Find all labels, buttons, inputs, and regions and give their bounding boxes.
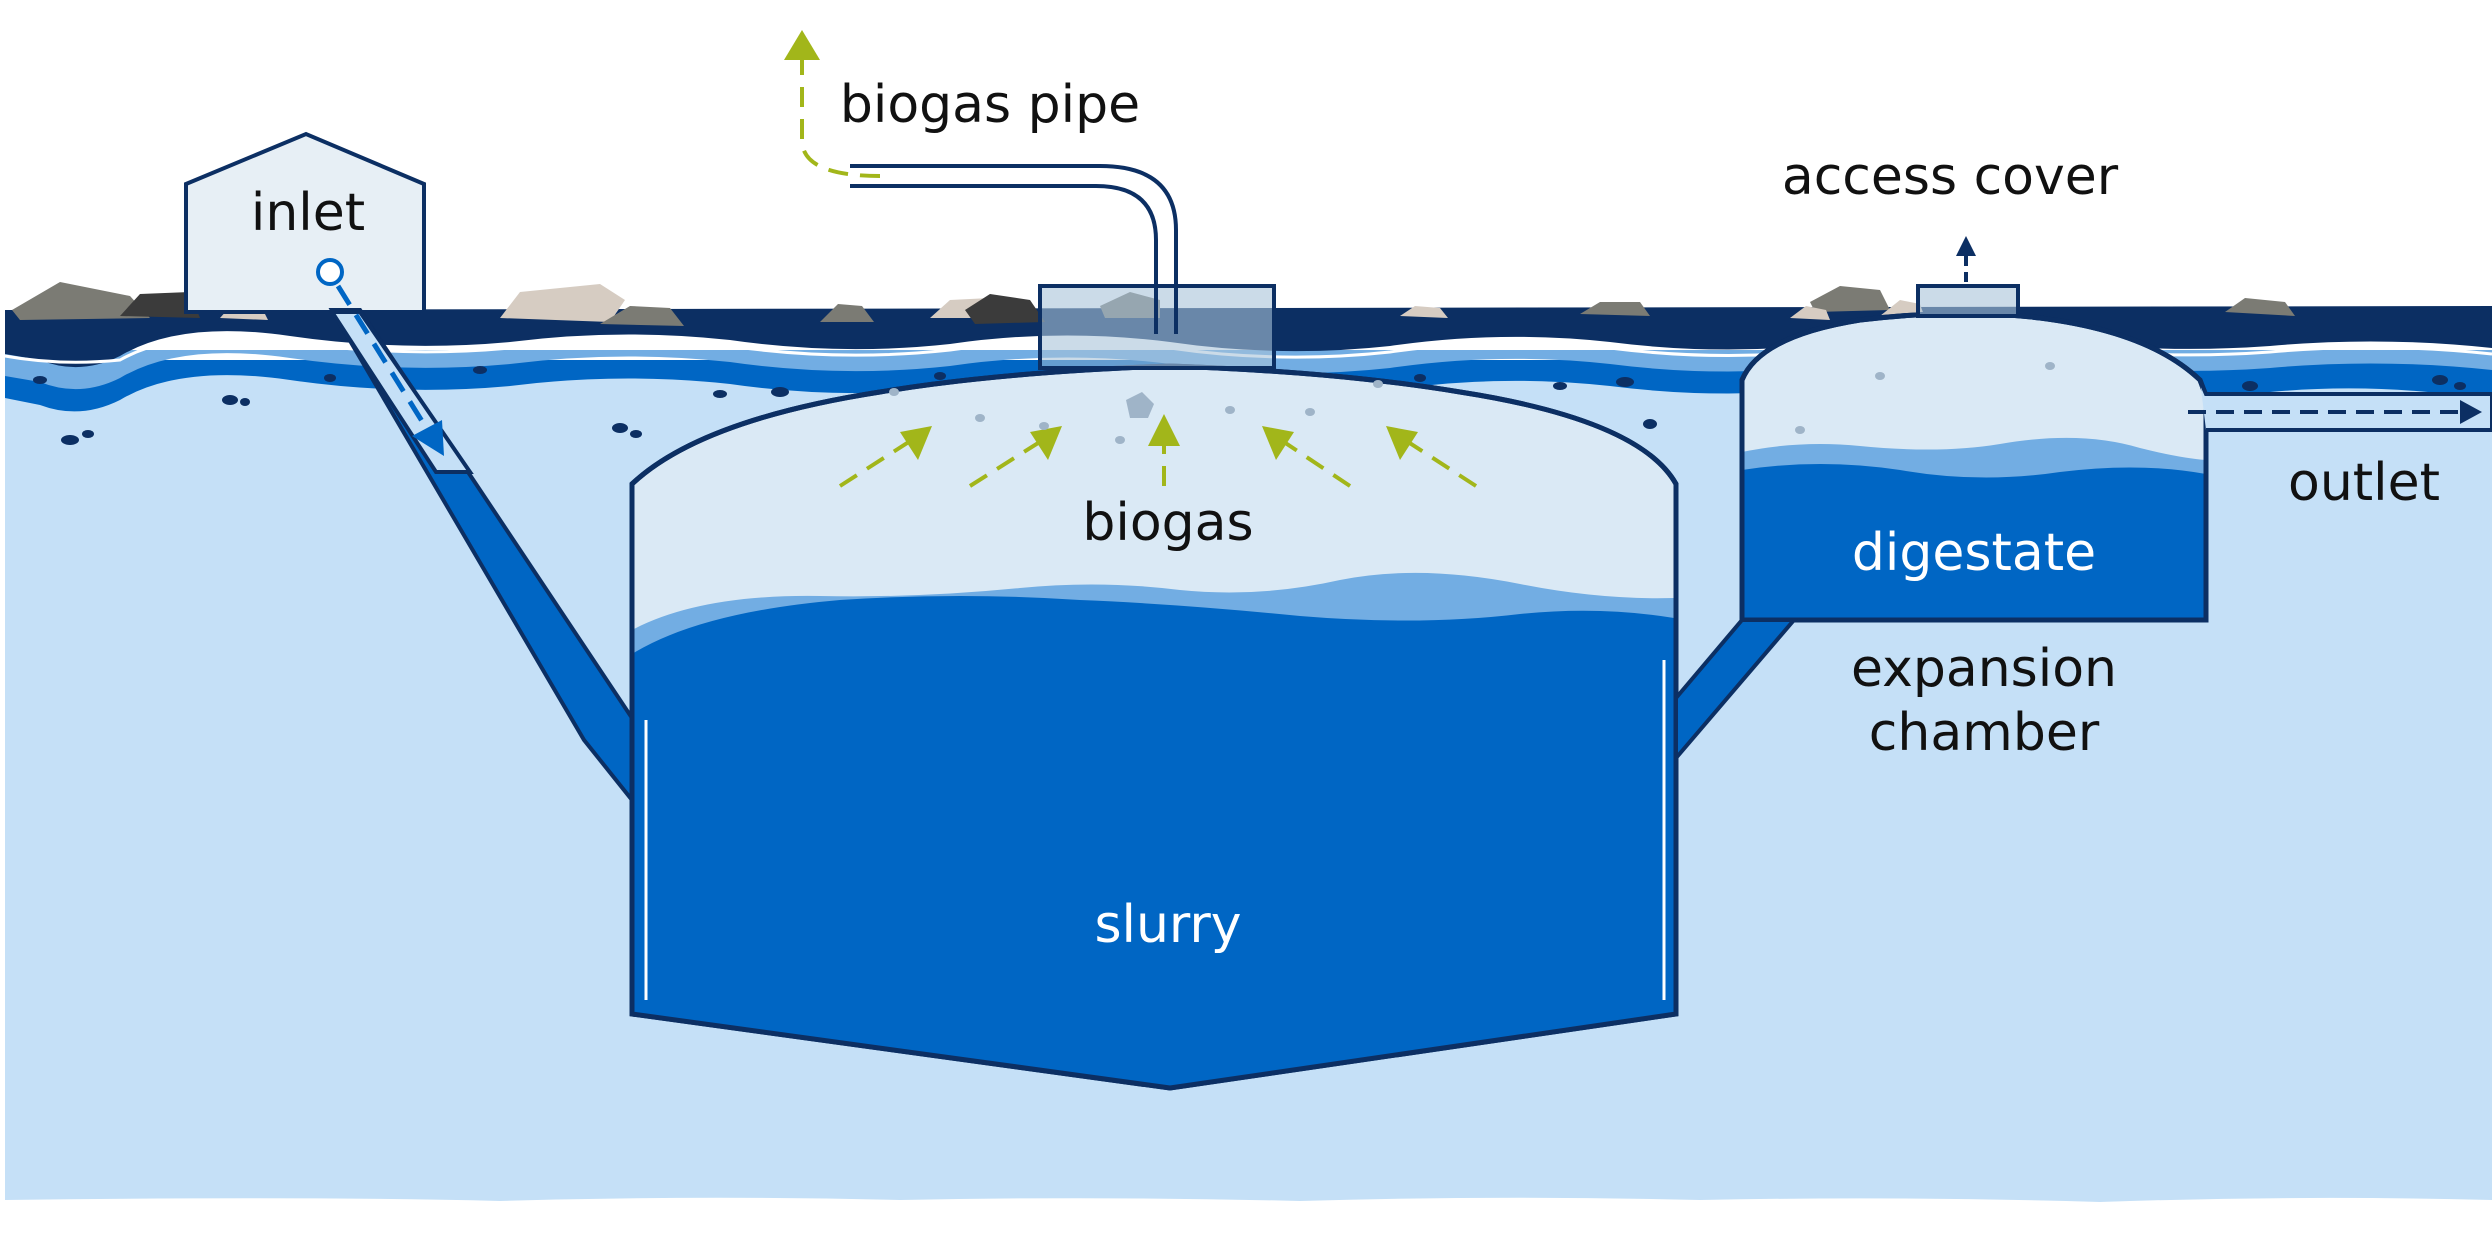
label-biogas-pipe: biogas pipe	[840, 75, 1140, 135]
biogas-arrows	[800, 52, 1478, 488]
label-expansion-chamber-2: chamber	[1869, 703, 2100, 763]
outlet-arrowhead	[2460, 400, 2482, 424]
inlet-flow-arrowhead	[412, 420, 444, 456]
outlet-pipe	[2198, 379, 2492, 432]
label-expansion-chamber-1: expansion	[1851, 639, 2117, 699]
digester-slurry	[632, 596, 1674, 1086]
label-outlet: outlet	[2288, 453, 2440, 513]
biogas-pipe	[850, 164, 1178, 334]
gas-bubbles	[889, 362, 2055, 444]
label-inlet: inlet	[251, 183, 365, 243]
surface-rocks	[12, 282, 2295, 326]
digester-wall-highlight	[644, 660, 1666, 1000]
digestate-liquid	[1742, 464, 2206, 618]
connector-pipe	[1674, 618, 1799, 764]
label-slurry: slurry	[1094, 895, 1241, 955]
label-digestate: digestate	[1852, 523, 2096, 583]
access-arrowhead	[1956, 236, 1976, 256]
inlet-flow-arrow	[335, 284, 433, 436]
inlet-ring-icon	[316, 258, 344, 286]
inlet-hut	[184, 131, 426, 314]
access-cover	[1916, 284, 2020, 318]
biogas-arrowheads	[784, 30, 1418, 460]
label-biogas: biogas	[1082, 493, 1253, 553]
label-access-cover: access cover	[1782, 147, 2119, 207]
